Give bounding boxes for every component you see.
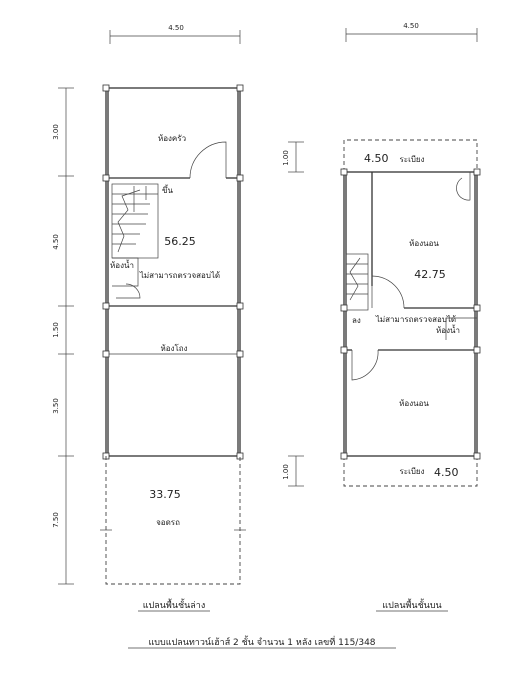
upper-balcony-door	[456, 172, 471, 201]
kitchen-door	[189, 141, 227, 179]
ground-stair	[111, 183, 159, 259]
hall-label: ห้องโถง	[160, 343, 187, 353]
ground-beam-note: ไม่สามารถตรวจสอบได้	[139, 271, 220, 280]
ground-depth-dim-4: 3.50	[52, 398, 60, 414]
ground-bathroom-door	[116, 283, 141, 299]
ground-depth-dim-3: 1.50	[52, 322, 60, 338]
parking-outline	[105, 456, 241, 585]
upper-outer-wall	[343, 171, 478, 457]
upper-back-balcony-label: ระเบียง	[400, 467, 425, 476]
bedroom-1-door	[371, 275, 405, 309]
ground-floor-plan: 4.50 3.00 4.50 1.50 3.50 7.50	[52, 24, 246, 612]
upper-area-main: 42.75	[414, 268, 446, 281]
upper-depth-dim-back: 1.00	[282, 464, 290, 480]
kitchen-label: ห้องครัว	[158, 134, 186, 143]
bedroom-1-label: ห้องนอน	[409, 239, 439, 248]
ground-floor-caption: แปลนพื้นชั้นล่าง	[143, 598, 206, 611]
upper-floor-plan: 4.50 1.00 1.00	[282, 22, 481, 612]
bedroom-2-label: ห้องนอน	[399, 399, 429, 408]
upper-bathroom-label: ห้องน้ำ	[436, 324, 460, 335]
ground-bathroom-label: ห้องน้ำ	[110, 259, 134, 270]
parking-label: จอดรถ	[156, 518, 180, 527]
upper-front-balcony-label: ระเบียง	[400, 155, 425, 164]
stair-down-label: ลง	[352, 316, 361, 325]
upper-depth-dim-front: 1.00	[282, 150, 290, 166]
upper-front-balcony-area: 4.50	[364, 152, 389, 165]
ground-depth-dim-1: 3.00	[52, 124, 60, 140]
stair-up-label: ขึ้น	[162, 184, 173, 195]
ground-area-main: 56.25	[164, 235, 196, 248]
parking-area: 33.75	[149, 488, 181, 501]
ground-depth-dim-5: 7.50	[52, 512, 60, 528]
ground-outer-wall	[105, 87, 241, 457]
ground-depth-dim-2: 4.50	[52, 234, 60, 250]
ground-bathroom-wall	[112, 257, 139, 287]
upper-back-balcony-area: 4.50	[434, 466, 459, 479]
ground-width-dim: 4.50	[168, 24, 184, 32]
bedroom-2-door	[351, 349, 379, 381]
drawing-title: แบบแปลนทาวน์เฮ้าส์ 2 ชั้น จำนวน 1 หลัง เ…	[148, 635, 375, 648]
upper-front-balcony-outline	[343, 139, 478, 172]
upper-stair	[345, 253, 369, 311]
upper-beam-note: ไม่สามารถตรวจสอบได้	[375, 315, 456, 324]
upper-width-dim: 4.50	[403, 22, 419, 30]
upper-back-balcony-outline	[343, 456, 478, 487]
upper-floor-caption: แปลนพื้นชั้นบน	[382, 598, 441, 611]
